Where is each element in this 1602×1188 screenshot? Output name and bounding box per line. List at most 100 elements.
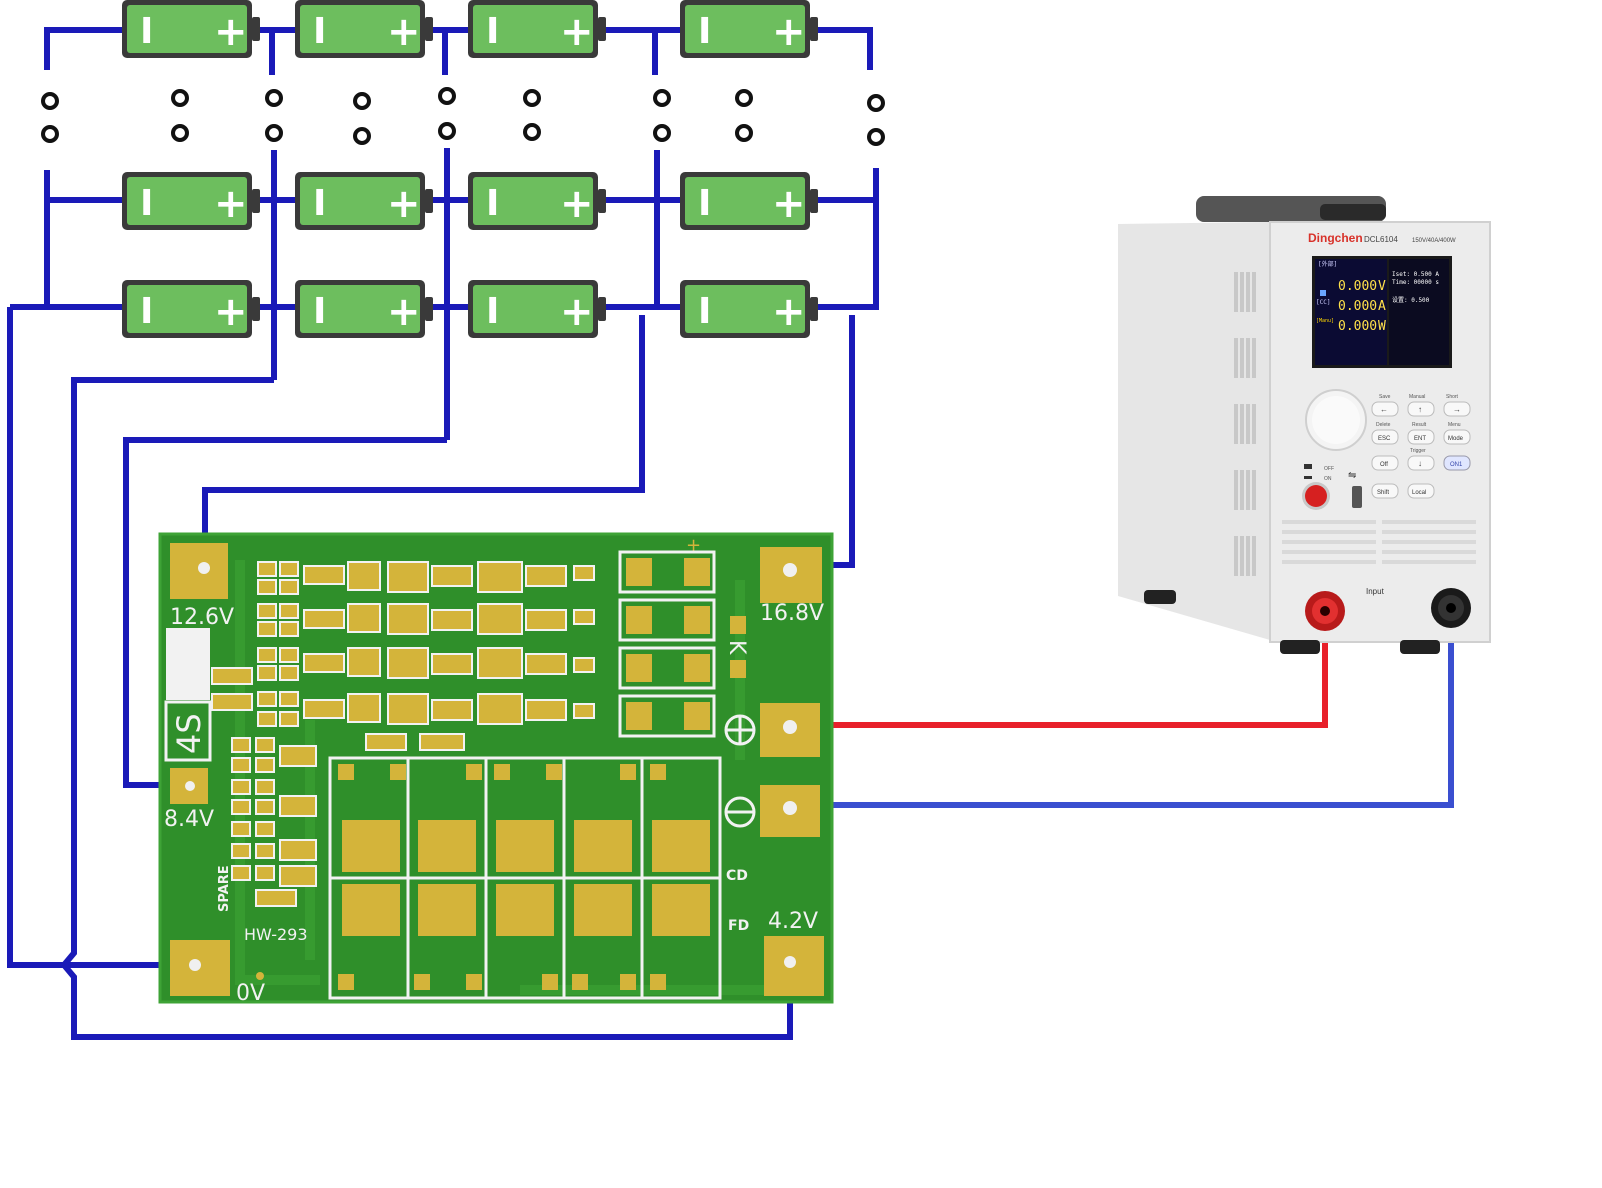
battery-plus-sign: +: [772, 181, 806, 227]
svg-text:→: →: [1453, 405, 1461, 414]
series-label: 4S: [170, 713, 208, 754]
mosfet-array: [328, 756, 722, 1000]
ellipsis-dots: [41, 87, 885, 146]
battery-cell: I +: [295, 0, 433, 58]
voltage-readout: 0.000: [1338, 279, 1377, 294]
battery-minus-sign: I: [313, 11, 326, 52]
battery-plus-sign: +: [214, 9, 248, 55]
svg-text:←: ←: [1380, 405, 1388, 414]
battery-minus-sign: I: [140, 183, 153, 224]
keypad: Save Manual Short ←↑→ Delete Result Menu…: [1304, 394, 1471, 508]
switch-off-label: OFF: [1324, 466, 1334, 472]
pad-8-4v: [170, 768, 208, 804]
manual-key-label: Manual: [1409, 394, 1425, 400]
pad-0v: [170, 940, 230, 996]
battery-plus-sign: +: [387, 181, 421, 227]
off-key-text: Off: [1380, 462, 1388, 468]
left-arrow-key[interactable]: [1371, 401, 1399, 417]
down-arrow-key[interactable]: [1407, 455, 1435, 471]
battery-cell: I +: [680, 172, 818, 230]
pad-4-2v: [764, 936, 824, 996]
pad-12-6v: [170, 543, 228, 599]
mode-key[interactable]: [1443, 429, 1471, 445]
k-label: K: [724, 640, 749, 655]
shift-key[interactable]: [1371, 483, 1399, 499]
battery-plus-sign: +: [560, 9, 594, 55]
battery-cell: I +: [122, 0, 260, 58]
shift-key-text: Shift: [1377, 490, 1389, 496]
battery-cell: I +: [680, 0, 818, 58]
mode-key-text: Mode: [1448, 436, 1464, 442]
battery-cell: I +: [680, 280, 818, 338]
battery-plus-sign: +: [560, 289, 594, 335]
cd-label: CD: [726, 868, 748, 884]
battery-plus-sign: +: [772, 289, 806, 335]
right-arrow-key[interactable]: [1443, 401, 1471, 417]
battery-minus-sign: I: [486, 11, 499, 52]
svg-text:↑: ↑: [1418, 405, 1422, 414]
on1-key[interactable]: [1443, 455, 1471, 471]
label-12-6v: 12.6V: [170, 605, 234, 630]
positive-wire: [787, 615, 1328, 728]
battery-plus-sign: +: [772, 9, 806, 55]
voltage-unit: V: [1378, 279, 1386, 294]
current-readout: 0.000: [1338, 299, 1377, 314]
time-readout: Time: 00000 s: [1392, 279, 1439, 286]
battery-plus-sign: +: [387, 289, 421, 335]
on1-key-text: ON1: [1450, 462, 1463, 468]
battery-minus-sign: I: [140, 11, 153, 52]
result-key-label: Result: [1412, 422, 1427, 428]
side-vents: [1234, 272, 1256, 576]
battery-cells: I + I + I + I + I + I + I + I + I + I: [122, 0, 818, 338]
battery-minus-sign: I: [698, 291, 711, 332]
delete-key-label: Delete: [1376, 422, 1391, 428]
battery-cell: I +: [468, 280, 606, 338]
usb-port[interactable]: [1352, 486, 1362, 508]
manual-mode-tag: [Manu]: [1316, 318, 1334, 324]
positive-terminal[interactable]: [1305, 591, 1345, 631]
input-label: Input: [1366, 587, 1385, 596]
battery-minus-sign: I: [698, 11, 711, 52]
battery-minus-sign: I: [140, 291, 153, 332]
spare-label: SPARE: [217, 865, 232, 912]
off-key[interactable]: [1371, 455, 1399, 471]
short-key-label: Short: [1446, 394, 1459, 400]
local-key[interactable]: [1407, 483, 1435, 499]
usb-icon: ⇋: [1348, 470, 1356, 481]
bms-board: + 4S: [158, 532, 834, 1006]
ent-key-text: ENT: [1414, 436, 1426, 442]
pad-16-8v: [760, 547, 822, 603]
ent-key[interactable]: [1407, 429, 1435, 445]
brand-label: Dingchen: [1308, 231, 1363, 245]
model-label: HW-293: [244, 925, 308, 944]
up-arrow-key[interactable]: [1407, 401, 1435, 417]
power-button[interactable]: [1305, 485, 1327, 507]
battery-minus-sign: I: [486, 183, 499, 224]
plus-symbol: [724, 714, 756, 746]
battery-cell: I +: [295, 172, 433, 230]
model-number: DCL6104: [1364, 235, 1398, 244]
battery-minus-sign: I: [698, 183, 711, 224]
label-8-4v: 8.4V: [164, 807, 214, 832]
minus-symbol: [724, 796, 756, 828]
front-vents: [1282, 520, 1476, 564]
esc-key[interactable]: [1371, 429, 1399, 445]
label-4-2v: 4.2V: [768, 909, 818, 934]
fd-label: FD: [728, 918, 749, 934]
menu-key-label: Menu: [1448, 422, 1461, 428]
battery-pack-wiring: [7, 27, 1454, 1040]
smd-components: [211, 561, 595, 907]
iset-readout: Iset: 0.500 A: [1392, 271, 1439, 278]
trigger-key-label: Trigger: [1410, 448, 1426, 454]
svg-text:↓: ↓: [1418, 459, 1422, 468]
battery-plus-sign: +: [214, 181, 248, 227]
battery-plus-sign: +: [387, 9, 421, 55]
label-0v: 0V: [236, 981, 265, 1006]
negative-terminal[interactable]: [1431, 588, 1471, 628]
local-key-text: Local: [1412, 490, 1426, 496]
cc-mode-tag: [CC]: [1316, 299, 1330, 306]
rating-label: 150V/40A/400W: [1412, 238, 1456, 244]
screen-header: [外部]: [1318, 260, 1337, 268]
capacitors: [618, 550, 746, 738]
